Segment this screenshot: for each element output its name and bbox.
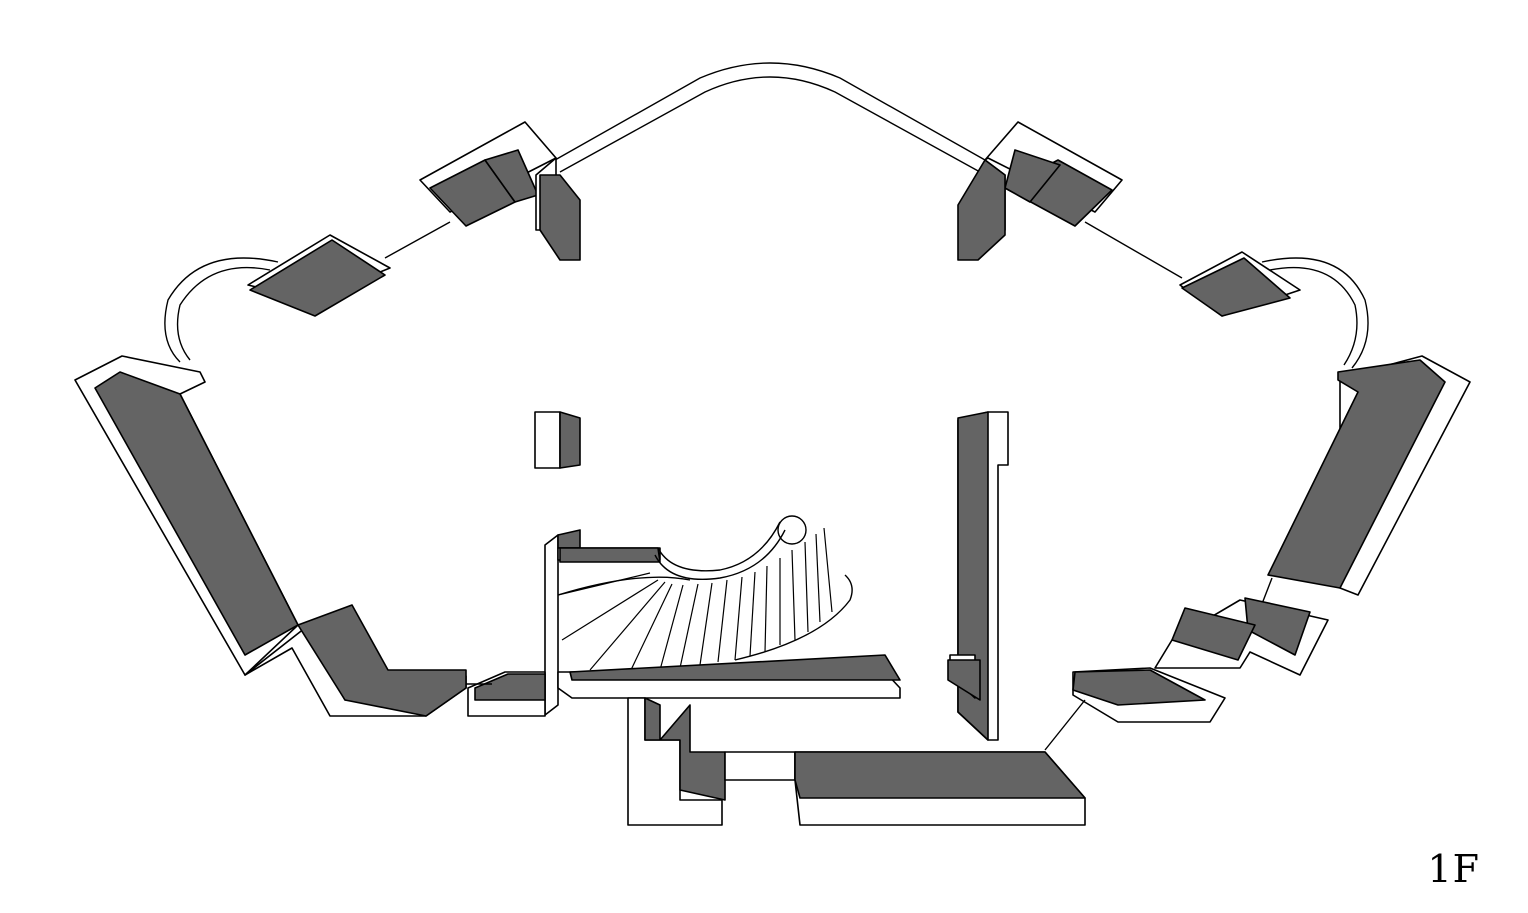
wall-center-right-vertical <box>947 411 1009 741</box>
left-rounded-bay <box>164 257 279 363</box>
wall-upper-right-pier <box>957 121 1183 279</box>
wall-left-bay-pier <box>247 221 451 317</box>
wall-upper-left-pier <box>419 121 581 261</box>
wall-stair-base-left <box>466 671 546 717</box>
wall-bottom-entrance <box>627 697 1086 826</box>
floor-level-label: 1F <box>1427 847 1480 891</box>
wall-left-diagonal <box>74 355 467 717</box>
staircase <box>544 515 901 716</box>
wall-center-left-pier <box>534 411 581 469</box>
wall-bottom-right-slab <box>1044 667 1226 751</box>
stair-treads <box>557 527 833 673</box>
top-curved-wall <box>554 62 986 173</box>
wall-right-lower-steps <box>1154 597 1329 676</box>
wall-right-bay-pier <box>1179 251 1301 317</box>
wall-right-diagonal <box>1247 355 1471 641</box>
right-rounded-bay <box>1261 257 1369 369</box>
